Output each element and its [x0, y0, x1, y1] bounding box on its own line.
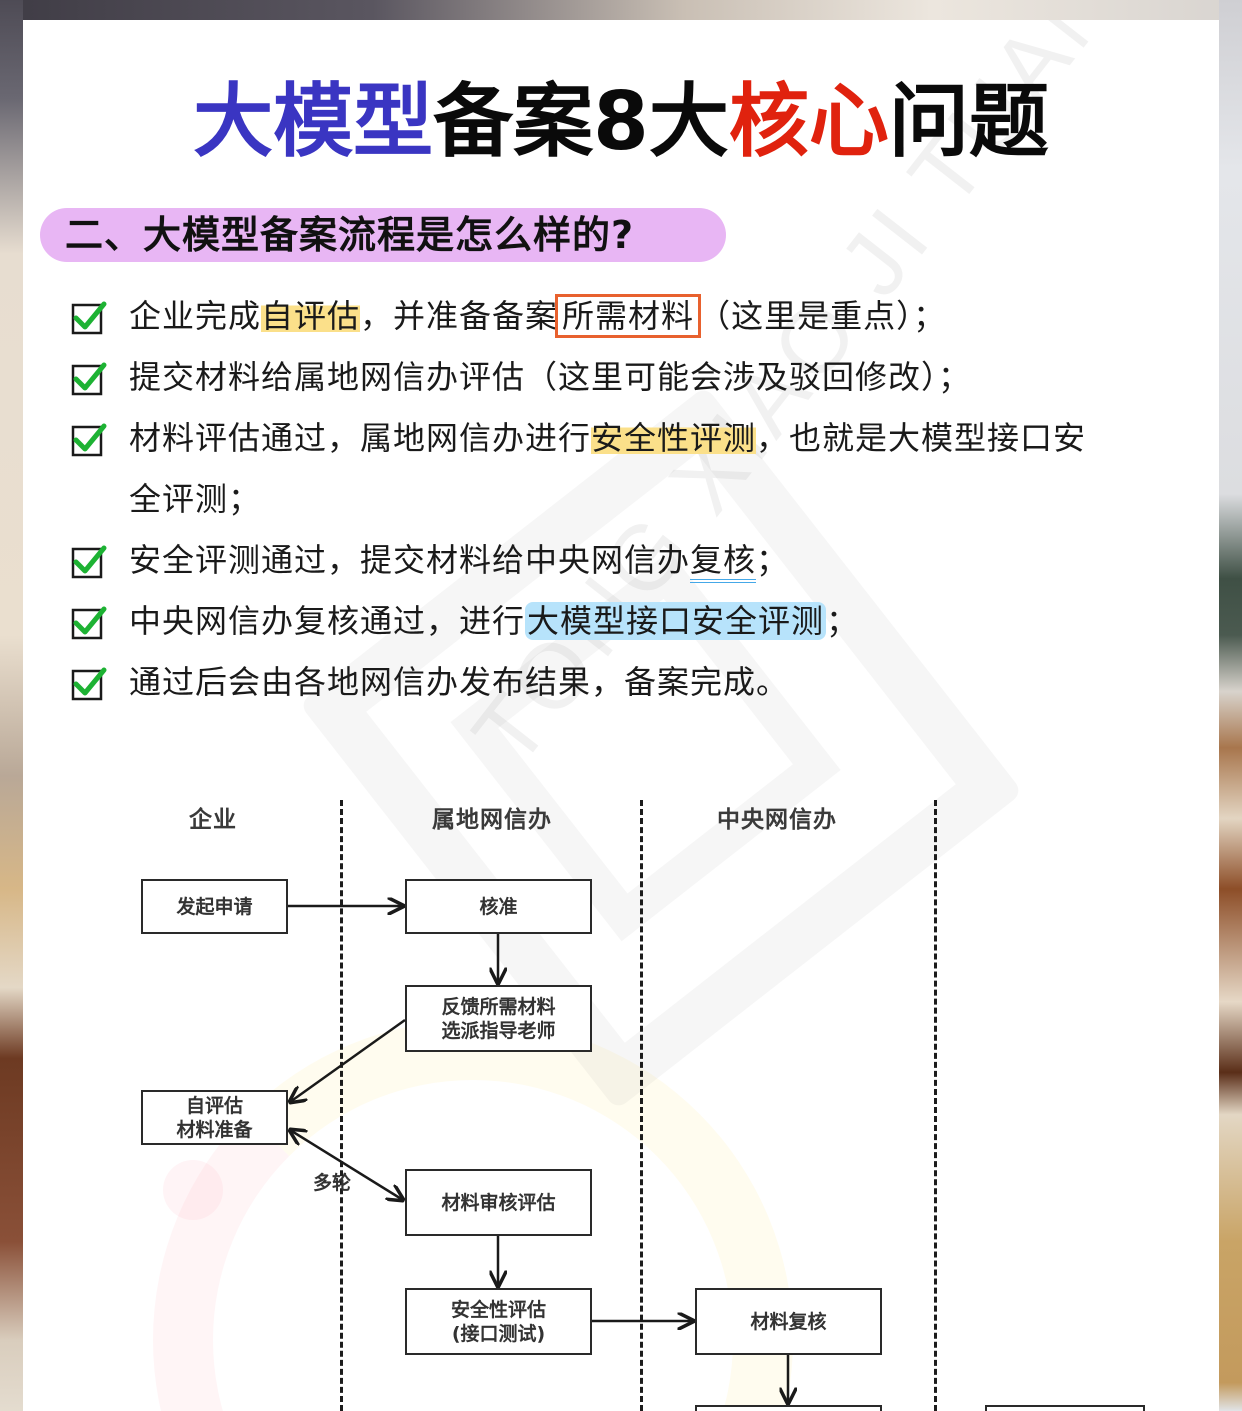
background-photo-left	[0, 0, 23, 1411]
node-apply: 发起申请	[141, 879, 288, 934]
step-text-part: 企业完成	[129, 297, 262, 335]
flow-diagram: 企业 属地网信办 中央网信办 发起申请 核准 反馈所需材料 选派指导老师 自评估…	[23, 20, 1219, 1411]
node-label: 选派指导老师	[441, 1019, 556, 1042]
node-approve: 核准	[405, 879, 592, 934]
step-text-part: 材料评估通过，属地网信办进行	[129, 419, 592, 457]
node-label: 安全性评估	[450, 1298, 546, 1321]
page-title: 大模型备案8大核心问题	[23, 72, 1219, 172]
step-text: 中央网信办复核通过，进行大模型接口安全评测；	[129, 591, 1189, 652]
boxed-required-materials: 所需材料	[555, 294, 702, 338]
step-text-part: 提交材料给属地网信办评估（这里可能会涉及驳回修改）；	[129, 358, 972, 396]
column-header-local-cac: 属地网信办	[432, 807, 552, 833]
node-security-eval: 安全性评估 (接口测试)	[405, 1288, 592, 1355]
lane-divider-2	[640, 800, 643, 1411]
title-segment-black-end: 问题	[888, 75, 1049, 168]
background-photo-top	[0, 0, 1242, 20]
node-label: 材料复核	[750, 1310, 827, 1333]
node-label: 发起申请	[176, 895, 253, 918]
underline-recheck: 复核	[690, 541, 757, 583]
node-label: 材料准备	[176, 1118, 253, 1141]
step-text-part: 通过后会由各地网信办发布结果，备案完成。	[129, 663, 790, 701]
lane-divider-1	[340, 800, 343, 1411]
step-text-part: ；	[756, 541, 790, 579]
flow-arrows	[23, 20, 1219, 1411]
step-text: 材料评估通过，属地网信办进行安全性评测，也就是大模型接口安	[129, 408, 1189, 469]
node-label: 自评估	[185, 1094, 243, 1117]
checkbox-checked-icon	[71, 667, 107, 701]
node-label: 核准	[479, 895, 518, 918]
node-feedback: 反馈所需材料 选派指导老师	[405, 985, 592, 1052]
section-heading: 二、大模型备案流程是怎么样的?	[65, 213, 635, 257]
step-text: 企业完成自评估，并准备备案所需材料（这里是重点）；	[129, 286, 1189, 347]
node-next-central	[695, 1405, 882, 1411]
title-segment-black: 备案8大	[433, 75, 729, 168]
node-next-right	[985, 1405, 1145, 1411]
watermark-dot	[163, 1160, 223, 1220]
node-self-eval: 自评估 材料准备	[141, 1090, 288, 1145]
step-text: 安全评测通过，提交材料给中央网信办复核；	[129, 530, 1189, 591]
column-header-central-cac: 中央网信办	[717, 807, 837, 833]
step-text-part: （这里是重点）；	[698, 297, 947, 335]
step-text-part: ；	[826, 602, 860, 640]
checkbox-checked-icon	[71, 423, 107, 457]
step-text-continuation: 全评测；	[129, 480, 262, 518]
highlight-security-test: 安全性评测	[591, 419, 757, 457]
title-segment-blue: 大模型	[193, 75, 434, 168]
node-review: 材料审核评估	[405, 1169, 592, 1236]
checkbox-checked-icon	[71, 545, 107, 579]
node-recheck: 材料复核	[695, 1288, 882, 1355]
node-label: (接口测试)	[451, 1322, 546, 1345]
step-text: 提交材料给属地网信办评估（这里可能会涉及驳回修改）；	[129, 347, 1189, 408]
checkbox-checked-icon	[71, 301, 107, 335]
background-photo-right	[1219, 0, 1242, 1411]
node-label: 反馈所需材料	[441, 995, 556, 1018]
checkbox-checked-icon	[71, 606, 107, 640]
checkbox-checked-icon	[71, 362, 107, 396]
highlight-self-eval: 自评估	[261, 297, 361, 335]
content-card: TONG XIAO JI TUAN 大模型备案8大核心问题 二、大模型备案流程是…	[23, 20, 1219, 1411]
step-text: 通过后会由各地网信办发布结果，备案完成。	[129, 652, 1189, 713]
title-segment-red: 核心	[728, 75, 889, 168]
node-label: 材料审核评估	[441, 1191, 556, 1214]
lane-divider-3	[934, 800, 937, 1411]
highlight-interface-test: 大模型接口安全评测	[525, 602, 827, 640]
step-text-part: ，也就是大模型接口安	[756, 419, 1087, 457]
section-heading-pill	[40, 208, 726, 262]
step-text-part: 中央网信办复核通过，进行	[129, 602, 526, 640]
column-header-enterprise: 企业	[189, 807, 237, 833]
step-text-part: ，并准备备案	[360, 297, 559, 335]
step-text-part: 安全评测通过，提交材料给中央网信办	[129, 541, 691, 579]
